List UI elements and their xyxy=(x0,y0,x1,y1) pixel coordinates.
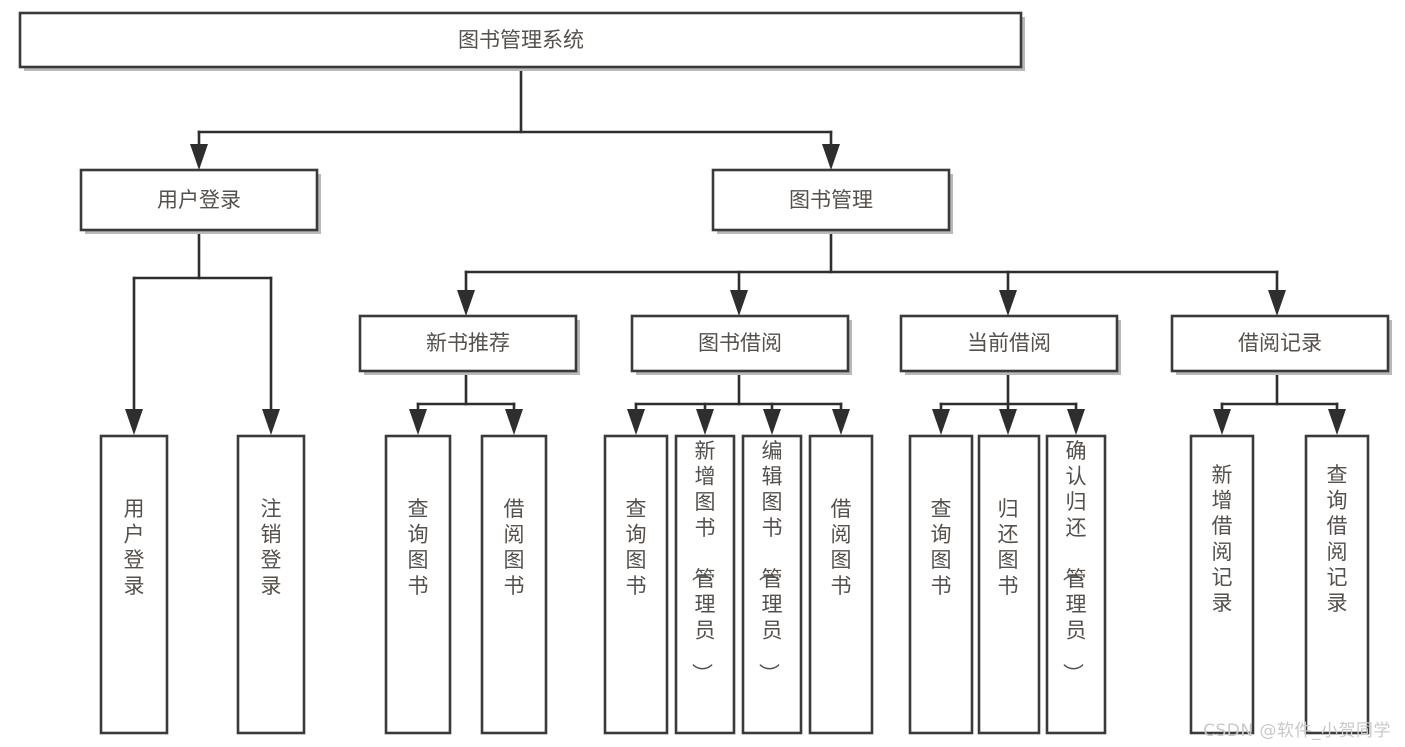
leaf-user-login-label: 用户登录 xyxy=(124,497,145,598)
leaf-confirm-return-admin-label: 确认归还（管理员） xyxy=(1061,439,1087,684)
leaf-query-book-recommend-label: 查询图书 xyxy=(408,497,429,598)
node-root[interactable]: 图书管理系统 xyxy=(18,11,1025,71)
new-book-recommend-box xyxy=(358,314,578,373)
leaf-borrow-book-label: 借阅图书 xyxy=(831,497,852,598)
borrow-record-label: 借阅记录 xyxy=(1238,331,1322,355)
arrow-to-leaf-logout-login xyxy=(262,409,280,435)
node-leaf-return-book[interactable]: 归还图书 xyxy=(977,434,1041,735)
arrow-root-to-book-management xyxy=(822,144,840,170)
new-book-recommend-label: 新书推荐 xyxy=(426,331,510,355)
node-leaf-add-book-admin[interactable]: 新增图书（管理员） xyxy=(674,434,736,735)
arrow-to-leaf-borrow-book xyxy=(832,409,850,435)
leaf-logout-login-box xyxy=(236,434,306,735)
leaf-query-book-current-label: 查询图书 xyxy=(931,497,952,598)
leaf-add-book-admin-box xyxy=(674,434,736,735)
leaf-borrow-book-recommend-box xyxy=(480,434,548,735)
node-borrow-record[interactable]: 借阅记录 xyxy=(1170,314,1392,375)
node-leaf-borrow-book[interactable]: 借阅图书 xyxy=(808,434,874,735)
leaf-add-borrow-record-box xyxy=(1189,434,1255,735)
leaf-return-book-box xyxy=(977,434,1041,735)
leaf-query-borrow-record-box xyxy=(1304,434,1370,735)
node-leaf-query-book-recommend[interactable]: 查询图书 xyxy=(384,434,452,735)
leaf-user-login-box xyxy=(99,434,169,735)
borrow-record-box xyxy=(1170,314,1390,373)
book-borrow-box xyxy=(630,314,850,373)
arrow-to-book-borrow xyxy=(730,290,748,316)
arrow-to-leaf-confirm-return-admin xyxy=(1067,409,1085,435)
arrow-root-to-user-login xyxy=(190,144,208,170)
arrow-to-leaf-query-book-current xyxy=(932,409,950,435)
leaf-query-book-recommend-box xyxy=(384,434,452,735)
leaf-query-book-borrow-label: 查询图书 xyxy=(626,497,647,598)
node-leaf-logout-login[interactable]: 注销登录 xyxy=(236,434,306,735)
node-leaf-query-book-current[interactable]: 查询图书 xyxy=(908,434,974,735)
arrow-to-leaf-return-book xyxy=(999,409,1017,435)
user-login-box xyxy=(79,168,319,232)
arrow-to-current-borrow xyxy=(999,290,1017,316)
leaf-query-book-current-box xyxy=(908,434,974,735)
node-book-management[interactable]: 图书管理 xyxy=(711,168,953,234)
current-borrow-label: 当前借阅 xyxy=(967,331,1051,355)
leaf-return-book-label: 归还图书 xyxy=(998,497,1019,598)
node-new-book-recommend[interactable]: 新书推荐 xyxy=(358,314,580,375)
root-box xyxy=(18,11,1023,69)
node-leaf-query-borrow-record[interactable]: 查询借阅记录 xyxy=(1304,434,1370,735)
arrow-to-leaf-query-borrow-record xyxy=(1328,409,1346,435)
arrow-to-leaf-query-book-recommend xyxy=(409,409,427,435)
node-current-borrow[interactable]: 当前借阅 xyxy=(899,314,1121,375)
node-leaf-add-borrow-record[interactable]: 新增借阅记录 xyxy=(1189,434,1255,735)
arrow-to-leaf-add-book-admin xyxy=(696,409,714,435)
leaf-confirm-return-admin-box xyxy=(1045,434,1107,735)
leaf-edit-book-admin-label: 编辑图书（管理员） xyxy=(757,439,783,684)
leaf-add-book-admin-label: 新增图书（管理员） xyxy=(690,439,716,684)
user-login-label: 用户登录 xyxy=(157,188,241,212)
arrow-to-new-book-recommend xyxy=(457,290,475,316)
leaf-borrow-book-recommend-label: 借阅图书 xyxy=(504,497,525,598)
root-label: 图书管理系统 xyxy=(458,28,584,52)
node-user-login[interactable]: 用户登录 xyxy=(79,168,321,234)
leaf-add-borrow-record-label: 新增借阅记录 xyxy=(1212,463,1233,615)
current-borrow-box xyxy=(899,314,1119,373)
arrow-to-leaf-edit-book-admin xyxy=(763,409,781,435)
book-management-label: 图书管理 xyxy=(789,188,873,212)
node-leaf-query-book-borrow[interactable]: 查询图书 xyxy=(603,434,669,735)
arrow-to-leaf-add-borrow-record xyxy=(1213,409,1231,435)
node-leaf-borrow-book-recommend[interactable]: 借阅图书 xyxy=(480,434,548,735)
leaf-edit-book-admin-box xyxy=(741,434,803,735)
arrow-to-leaf-user-login xyxy=(125,409,143,435)
leaf-borrow-book-box xyxy=(808,434,874,735)
book-management-box xyxy=(711,168,951,232)
leaf-query-book-borrow-box xyxy=(603,434,669,735)
node-leaf-edit-book-admin[interactable]: 编辑图书（管理员） xyxy=(741,434,803,735)
arrow-to-leaf-borrow-book-recommend xyxy=(505,409,523,435)
node-leaf-confirm-return-admin[interactable]: 确认归还（管理员） xyxy=(1045,434,1107,735)
arrow-to-borrow-record xyxy=(1268,290,1286,316)
node-leaf-user-login[interactable]: 用户登录 xyxy=(99,434,169,735)
arrow-to-leaf-query-book-borrow xyxy=(627,409,645,435)
connectors-layer xyxy=(125,67,1346,435)
leaf-query-borrow-record-label: 查询借阅记录 xyxy=(1327,463,1348,615)
node-book-borrow[interactable]: 图书借阅 xyxy=(630,314,852,375)
book-borrow-label: 图书借阅 xyxy=(698,331,782,355)
leaf-logout-login-label: 注销登录 xyxy=(261,497,282,598)
